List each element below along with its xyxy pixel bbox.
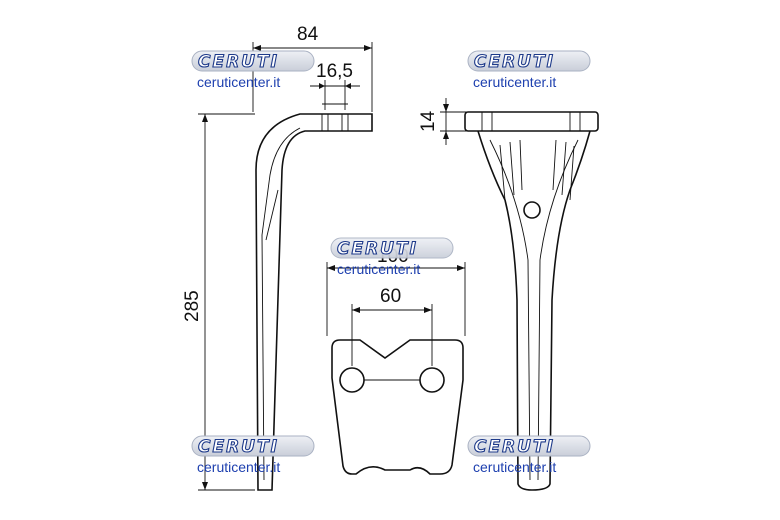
watermark-brand: CERUTI: [337, 239, 418, 259]
watermark-url: ceruticenter.it: [197, 459, 280, 475]
dim-285: 285: [182, 113, 255, 491]
dim-14: 14: [418, 98, 470, 145]
plate-view: 100 60: [326, 246, 466, 475]
watermark-center: CERUTI ceruticenter.it: [330, 237, 454, 277]
watermark-url: ceruticenter.it: [197, 74, 280, 90]
dim-60-label: 60: [380, 286, 401, 307]
watermark-top-left: CERUTI ceruticenter.it: [191, 50, 315, 90]
watermark-url: ceruticenter.it: [337, 261, 420, 277]
watermark-top-right: CERUTI ceruticenter.it: [467, 50, 591, 90]
watermark-brand: CERUTI: [474, 437, 555, 457]
dim-16-5-label: 16,5: [316, 61, 353, 82]
watermark-url: ceruticenter.it: [473, 459, 556, 475]
dim-16-5: 16,5: [310, 61, 360, 110]
watermark-bottom-right: CERUTI ceruticenter.it: [467, 435, 591, 475]
dim-14-label: 14: [418, 110, 439, 132]
watermark-bottom-left: CERUTI ceruticenter.it: [191, 435, 315, 475]
dim-285-label: 285: [182, 290, 203, 322]
watermark-url: ceruticenter.it: [473, 74, 556, 90]
dim-60: 60: [351, 286, 433, 366]
front-view: 14: [418, 98, 599, 491]
watermark-brand: CERUTI: [198, 437, 279, 457]
watermark-brand: CERUTI: [198, 52, 279, 72]
dim-84-label: 84: [297, 24, 319, 45]
side-view: 84 16,5 285: [182, 24, 373, 491]
watermark-brand: CERUTI: [474, 52, 555, 72]
